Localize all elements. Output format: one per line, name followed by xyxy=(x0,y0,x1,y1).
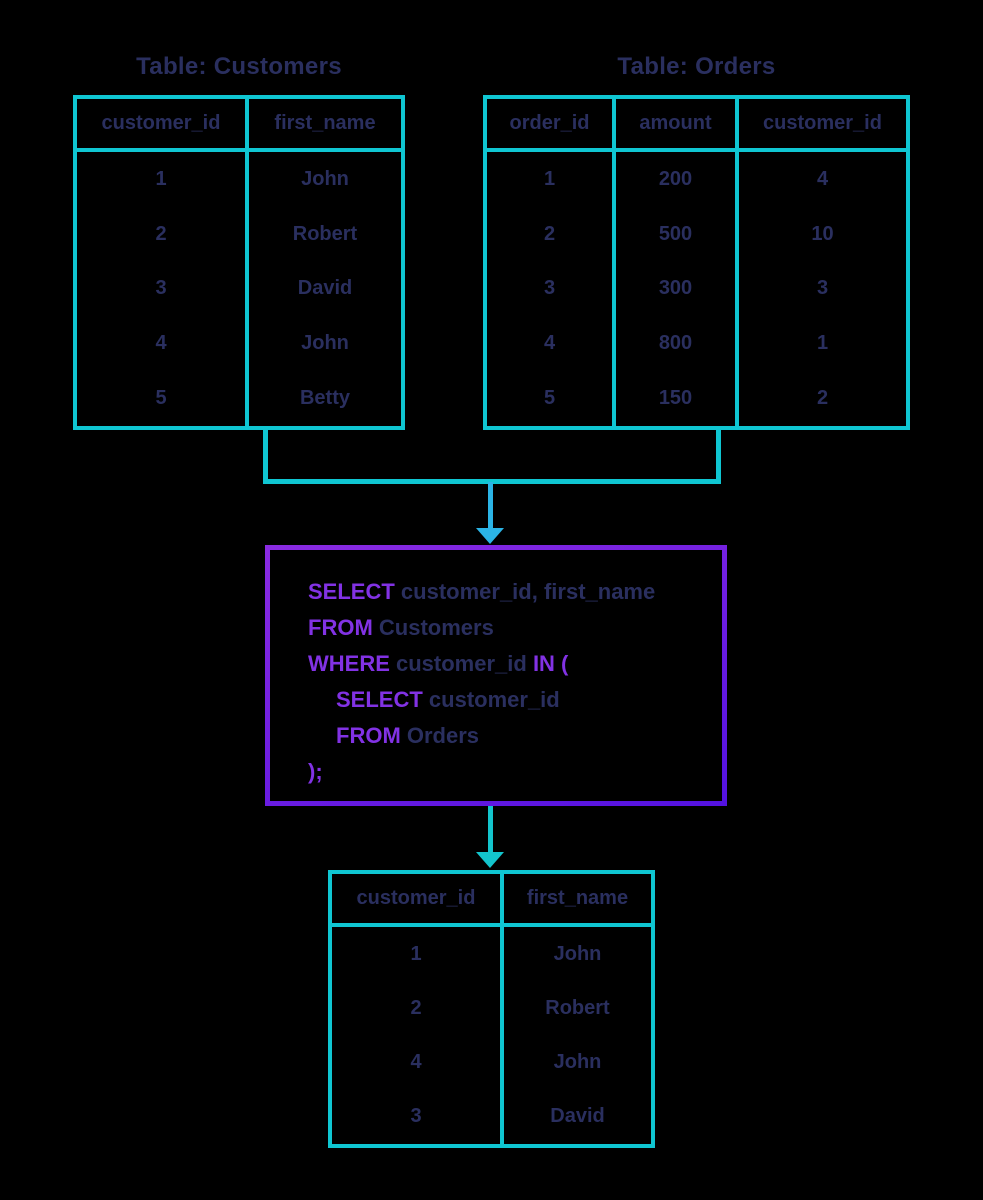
table-cell: John xyxy=(553,942,602,965)
table-cell: 10 xyxy=(811,222,834,245)
table-cell: 2 xyxy=(816,387,829,410)
sql-keyword: IN ( xyxy=(532,651,569,676)
sql-text: Customers xyxy=(372,615,494,640)
table-cell: 3 xyxy=(543,277,556,300)
merge-connector-line xyxy=(263,479,721,484)
sql-keyword: WHERE xyxy=(308,651,390,676)
header-cell-customer_id: customer_id xyxy=(77,99,249,148)
header-cell-customer_id: customer_id xyxy=(332,874,504,923)
sql-line: FROM Customers xyxy=(308,610,712,646)
header-cell-first_name: first_name xyxy=(274,112,376,134)
table-cell: 5 xyxy=(543,387,556,410)
table-cell: 4 xyxy=(155,332,167,355)
table-cell: 1 xyxy=(410,942,422,965)
table-cell: 2 xyxy=(410,996,422,1019)
sql-line: FROM Orders xyxy=(336,718,712,754)
table-cell: 4 xyxy=(543,332,556,355)
table-cell: Robert xyxy=(292,222,358,245)
table-column-customer_id: 4 10 3 1 2 xyxy=(739,152,906,426)
table-cell: 300 xyxy=(658,277,693,300)
table-cell: David xyxy=(297,277,353,300)
sql-line: WHERE customer_id IN ( xyxy=(308,646,712,682)
table-cell: John xyxy=(301,167,349,190)
table-column-customer_id: 1 2 3 4 5 xyxy=(77,152,249,426)
sql-keyword: ); xyxy=(308,759,323,784)
header-cell-amount: amount xyxy=(616,99,739,148)
table-cell: 4 xyxy=(410,1051,422,1074)
table-column-amount: 200 500 300 800 150 xyxy=(616,152,739,426)
result-header-row: customer_id first_name xyxy=(332,874,651,927)
table-cell: 4 xyxy=(816,167,829,190)
table-cell: Robert xyxy=(545,996,610,1019)
sql-line: ); xyxy=(308,754,712,790)
table-cell: 150 xyxy=(658,387,693,410)
table-cell: Betty xyxy=(299,387,350,410)
customers-header-row: customer_id first_name xyxy=(77,99,401,152)
sql-keyword: FROM xyxy=(336,723,401,748)
sql-keyword: FROM xyxy=(308,615,373,640)
table-cell: 3 xyxy=(410,1105,422,1128)
sql-text: customer_id xyxy=(389,651,533,676)
sql-line: SELECT customer_id xyxy=(336,682,712,718)
header-cell-order_id: order_id xyxy=(487,99,616,148)
down-arrowhead-icon xyxy=(476,528,504,544)
sql-keyword: SELECT xyxy=(336,687,423,712)
table-cell: 5 xyxy=(155,387,167,410)
orders-table-title: Table: Orders xyxy=(617,53,776,80)
header-cell-customer_id: customer_id xyxy=(763,112,882,134)
orders-body: 1 2 3 4 5 200 500 300 800 150 4 10 3 1 2 xyxy=(487,152,906,426)
table-cell: 1 xyxy=(155,167,167,190)
table-cell: 800 xyxy=(658,332,693,355)
table-cell: 200 xyxy=(658,167,693,190)
table-cell: 1 xyxy=(543,167,556,190)
table-cell: John xyxy=(301,332,349,355)
result-arrow-stem xyxy=(488,806,493,853)
table-cell: 2 xyxy=(543,222,556,245)
down-arrowhead-icon xyxy=(476,852,504,868)
sql-keyword: SELECT xyxy=(308,579,395,604)
sql-line: SELECT customer_id, first_name xyxy=(308,574,712,610)
sql-text: customer_id, first_name xyxy=(394,579,656,604)
table-cell: 3 xyxy=(816,277,829,300)
table-cell: 1 xyxy=(816,332,829,355)
header-cell-first_name: first_name xyxy=(526,887,629,909)
merge-arrow-stem xyxy=(488,482,493,529)
table-cell: David xyxy=(550,1105,605,1128)
table-cell: 2 xyxy=(155,222,167,245)
table-column-customer_id: 1 2 4 3 xyxy=(332,927,504,1144)
table-column-order_id: 1 2 3 4 5 xyxy=(487,152,616,426)
sql-text: customer_id xyxy=(422,687,560,712)
orders-connector-line xyxy=(716,428,721,482)
customers-connector-line xyxy=(263,428,268,482)
customers-table-title: Table: Customers xyxy=(136,53,342,80)
table-cell: 500 xyxy=(658,222,693,245)
table-cell: 3 xyxy=(155,277,167,300)
table-cell: John xyxy=(553,1051,602,1074)
sql-text: Orders xyxy=(400,723,480,748)
